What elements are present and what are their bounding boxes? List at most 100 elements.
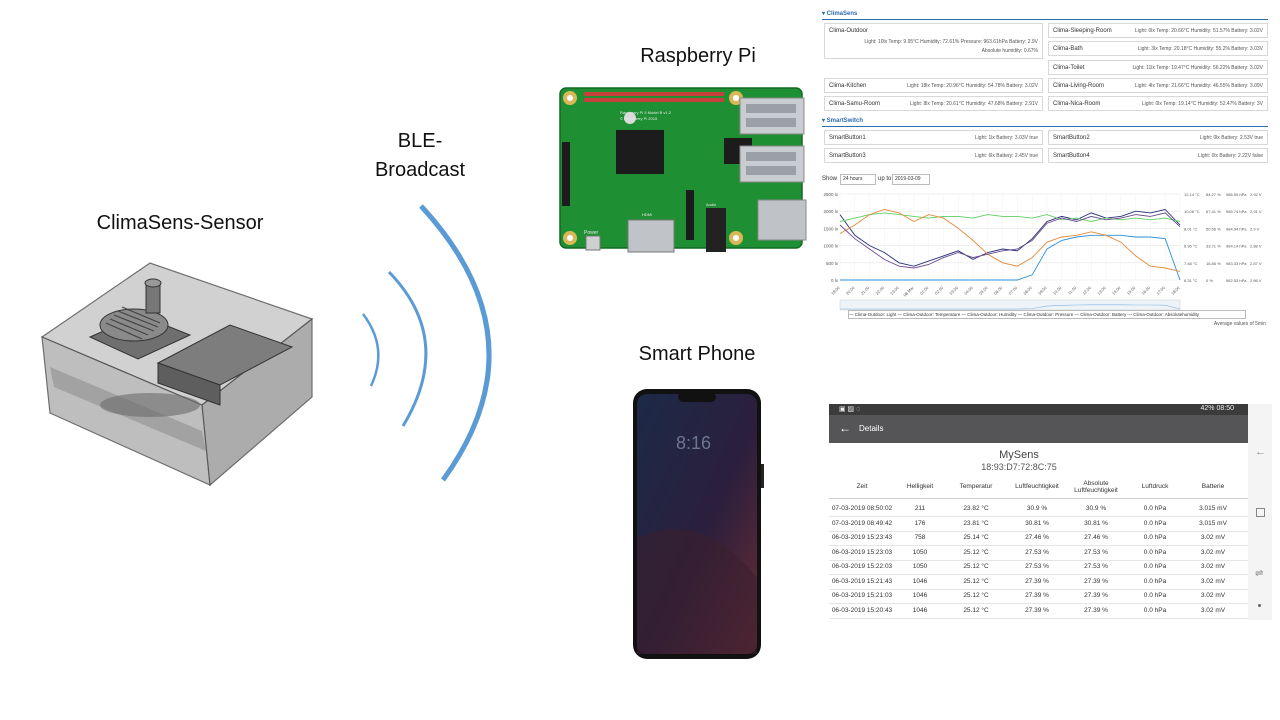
x-tick-label: 06:00 [993,285,1004,296]
x-tick-label: 13:00 [1096,285,1107,296]
table-cell: 25.12 °C [963,606,989,614]
x-tick-label: 22:00 [874,285,885,296]
x-tick-label: 05:00 [978,285,989,296]
pi-hdmi-text: HDMI [642,212,652,217]
status-icons-left: ▣ ▨ ◌ [839,406,861,413]
card-smartbutton4[interactable]: SmartButton4 Light: 0lx Battery: 2.22V f… [1048,148,1268,163]
ble-label-line1: BLE- [397,130,443,152]
card-clima-bath[interactable]: Clima-Bath Light: 3lx Temp: 20.18°C Humi… [1048,41,1268,56]
x-tick-label: 23:00 [889,285,900,296]
x-tick-label: 17:00 [1155,285,1166,296]
chart-legend[interactable]: — Clima-Outdoor: Light — Clima-Outdoor: … [848,310,1246,319]
ble-label-line2: Broadcast [374,159,466,181]
right-axis-label: 16.85 % [1206,261,1221,266]
right-axis-label: 985.74 hPa [1226,209,1247,214]
table-cell: 07-03-2019 08:50:02 [831,505,893,512]
card-smartbutton2[interactable]: SmartButton2 Light: 0lx Battery: 2.53V t… [1048,130,1268,145]
table-cell: 06-03-2019 15:21:43 [831,577,893,585]
x-tick-label: 19:00 [830,285,841,296]
x-tick-label: 04:00 [963,285,974,296]
date-input[interactable]: 2019-03-09 [892,174,930,185]
card-clima-sleeping-room[interactable]: Clima-Sleeping-Room Light: 0lx Temp: 20.… [1048,23,1268,38]
android-nav-bar: ← ⇌ [1248,404,1272,620]
right-axis-label: 33.71 % [1206,244,1221,249]
card-name: SmartButton2 [1053,135,1090,141]
card-values: Light: 8lx Temp: 20.61°C Humidity: 47.68… [909,101,1038,107]
table-cell: 1046 [912,606,928,614]
right-axis-label: 50.56 % [1206,226,1221,231]
nav-back-icon[interactable]: ← [1255,446,1266,458]
section-climasens[interactable]: ▾ ClimaSens [822,11,858,17]
right-axis-label: 0 % [1206,278,1213,283]
y-tick-label: 2500 lx [823,192,838,197]
right-axis-label: 2.87 V [1250,261,1262,266]
status-bar: ▣ ▨ ◌ 42% 08:50 [829,404,1248,415]
card-values: Light: 0lx Temp: 20.66°C Humidity: 51.57… [1134,28,1263,34]
series-line [839,212,1181,269]
card-values: Light: 0lx Temp: 19.14°C Humidity: 52.47… [1141,101,1263,107]
table-cell: 25.12 °C [963,592,989,599]
nav-dot-icon[interactable] [1258,604,1261,607]
card-clima-kitchen[interactable]: Clima-Kitchen Light: 18lx Temp: 20.96°C … [824,78,1043,93]
y-tick-label: 0 lx [831,278,839,283]
card-clima-nica-room[interactable]: Clima-Nica-Room Light: 0lx Temp: 19.14°C… [1048,96,1268,111]
right-axis-label: 6.95 °C [1184,244,1197,249]
table-cell: 27.39 % [1025,592,1049,599]
right-axis-label: 8.01 °C [1184,226,1197,231]
table-cell: 3.02 mV [1200,548,1226,556]
raspberry-pi-label: Raspberry Pi [640,45,756,67]
table-cell: 0.0 hPa [1143,534,1167,541]
series-line [840,234,1181,281]
table-cell: 0.0 hPa [1143,519,1167,527]
nav-recents-icon[interactable]: ⇌ [1255,568,1264,579]
pi-audio-text: Audio [706,202,717,207]
table-header: Zeit Helligkeit Temperatur Luftfeuchtigk… [829,480,1248,499]
card-clima-toilet[interactable]: Clima-Toilet Light: 11lx Temp: 19.47°C H… [1048,60,1268,75]
table-cell: 27.39 % [1025,577,1049,585]
range-select[interactable]: 24 hours [840,174,876,185]
table-cell: 0.0 hPa [1143,505,1167,512]
table-cell: 27.39 % [1084,577,1108,585]
card-clima-outdoor[interactable]: Clima-Outdoor Light: 10lx Temp: 9.95°C H… [824,23,1043,59]
card-values: Light: 3lx Temp: 20.18°C Humidity: 55.2%… [1137,46,1263,52]
card-clima-living-room[interactable]: Clima-Living-Room Light: 4lx Temp: 21.66… [1048,78,1268,93]
table-cell: 27.53 % [1025,548,1049,556]
table-cell: 3.02 mV [1200,534,1226,541]
card-clima-samu-room[interactable]: Clima-Samu-Room Light: 8lx Temp: 20.61°C… [824,96,1043,111]
x-tick-label: 16:00 [1141,285,1152,296]
card-name: Clima-Sleeping-Room [1053,28,1112,34]
right-axis-label: 2.91 V [1250,209,1262,214]
card-smartbutton3[interactable]: SmartButton3 Light: 6lx Battery: 2.45V t… [824,148,1043,163]
card-values: Light: 10lx Temp: 9.95°C Humidity: 72.61… [864,39,1038,45]
right-axis-label: 7.48 °C [1184,261,1197,266]
y-tick-label: 2000 lx [823,209,838,214]
status-right: 42% 08:50 [1200,405,1234,412]
table-cell: 3.015 mV [1199,505,1227,512]
smart-phone-label: Smart Phone [638,343,756,365]
card-name: Clima-Samu-Room [829,101,881,107]
series-line [839,209,1181,267]
nav-home-icon[interactable] [1256,508,1265,517]
climasens-sensor-illustration [40,262,314,487]
section-smartswitch[interactable]: ▾ SmartSwitch [822,118,864,124]
back-arrow-icon[interactable]: ← [839,421,851,435]
pi-board-text: Raspberry Pi 3 Model B v1.2 [620,110,672,115]
table-cell: 176 [914,519,926,527]
divider [822,126,1268,127]
card-smartbutton1[interactable]: SmartButton1 Light: 1lx Battery: 3.03V t… [824,130,1043,145]
navigator-line [840,304,1181,310]
x-tick-label: 01:00 [919,285,930,296]
card-values: Light: 18lx Temp: 20.96°C Humidity: 54.7… [907,83,1038,89]
right-axis-label: 10.06 °C [1184,209,1200,214]
table-cell: 1050 [912,563,928,570]
x-tick-label: 09:00 [1037,285,1048,296]
